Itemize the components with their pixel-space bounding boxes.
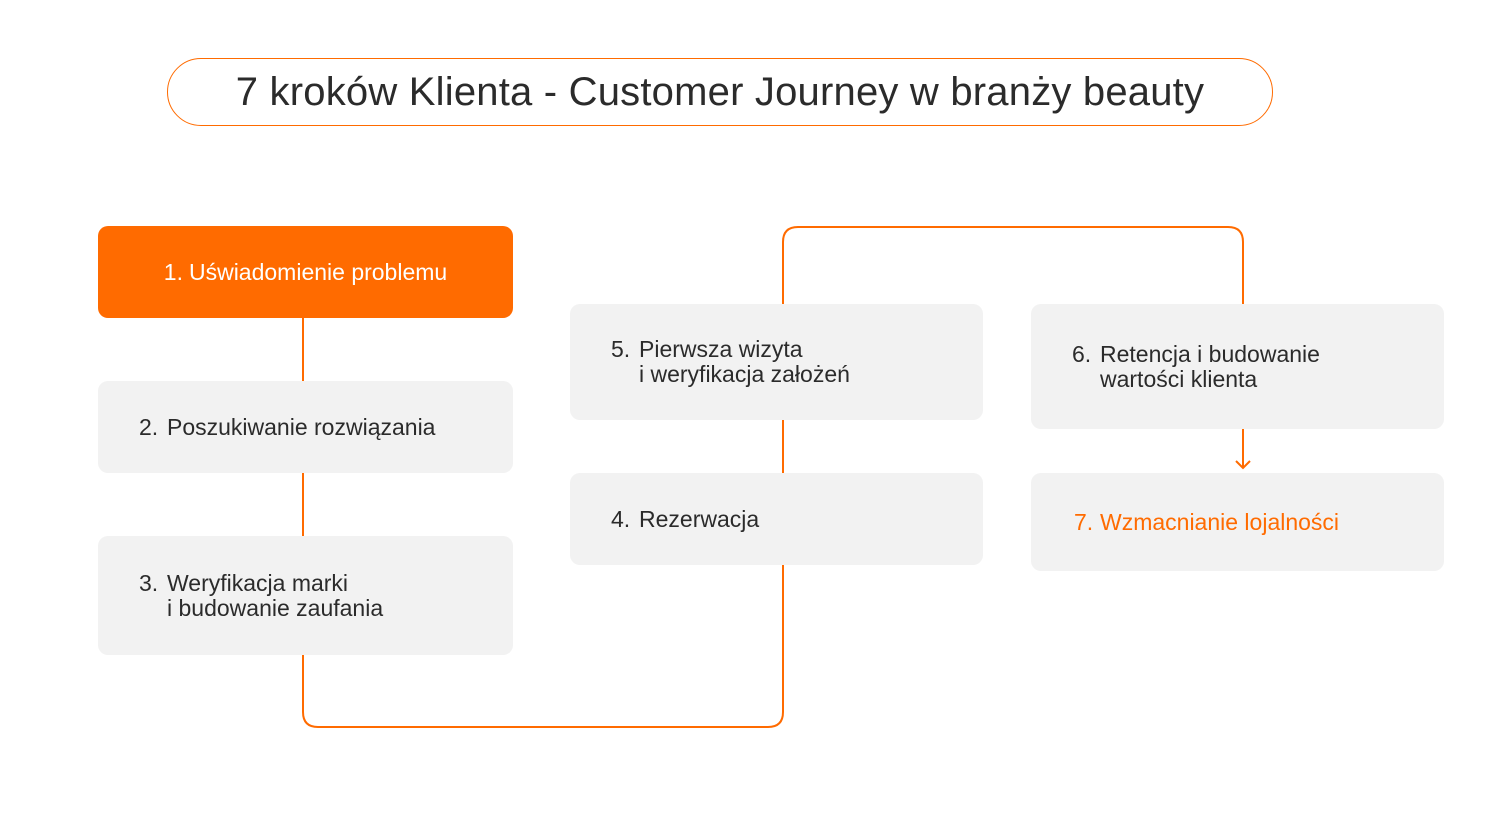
step-1-number: 1.: [163, 258, 183, 285]
step-5-box: 5. Pierwsza wizyta i weryfikacja założeń: [570, 304, 983, 420]
title-pill: 7 kroków Klienta - Customer Journey w br…: [167, 58, 1273, 126]
step-7-label: Wzmacnianie lojalności: [1100, 508, 1340, 535]
step-6-box: 6. Retencja i budowanie wartości klienta: [1031, 304, 1444, 429]
connector-3-4: [302, 565, 784, 728]
step-6-number: 6.: [1072, 340, 1092, 367]
step-5-label: Pierwsza wizyta i weryfikacja założeń: [639, 336, 850, 387]
step-4-box: 4. Rezerwacja: [570, 473, 983, 565]
step-7-number: 7.: [1074, 508, 1094, 535]
step-2-number: 2.: [139, 413, 159, 440]
step-4-label: Rezerwacja: [639, 505, 760, 532]
diagram-title: 7 kroków Klienta - Customer Journey w br…: [235, 69, 1205, 114]
step-3-label: Weryfikacja marki i budowanie zaufania: [167, 569, 384, 621]
arrowhead-6-7: [1235, 460, 1251, 470]
connector-5-6: [782, 226, 1244, 304]
step-6-label: Retencja i budowanie wartości klienta: [1100, 340, 1320, 392]
step-3-box: 3. Weryfikacja marki i budowanie zaufani…: [98, 536, 513, 655]
step-2-label: Poszukiwanie rozwiązania: [167, 413, 436, 440]
step-2-box: 2. Poszukiwanie rozwiązania: [98, 381, 513, 473]
step-4-number: 4.: [611, 505, 631, 532]
step-1-label: Uświadomienie problemu: [188, 258, 448, 285]
step-7-box: 7. Wzmacnianie lojalności: [1031, 473, 1444, 571]
step-1-box: 1. Uświadomienie problemu: [98, 226, 513, 318]
step-3-number: 3.: [139, 569, 159, 596]
step-5-number: 5.: [611, 336, 631, 362]
